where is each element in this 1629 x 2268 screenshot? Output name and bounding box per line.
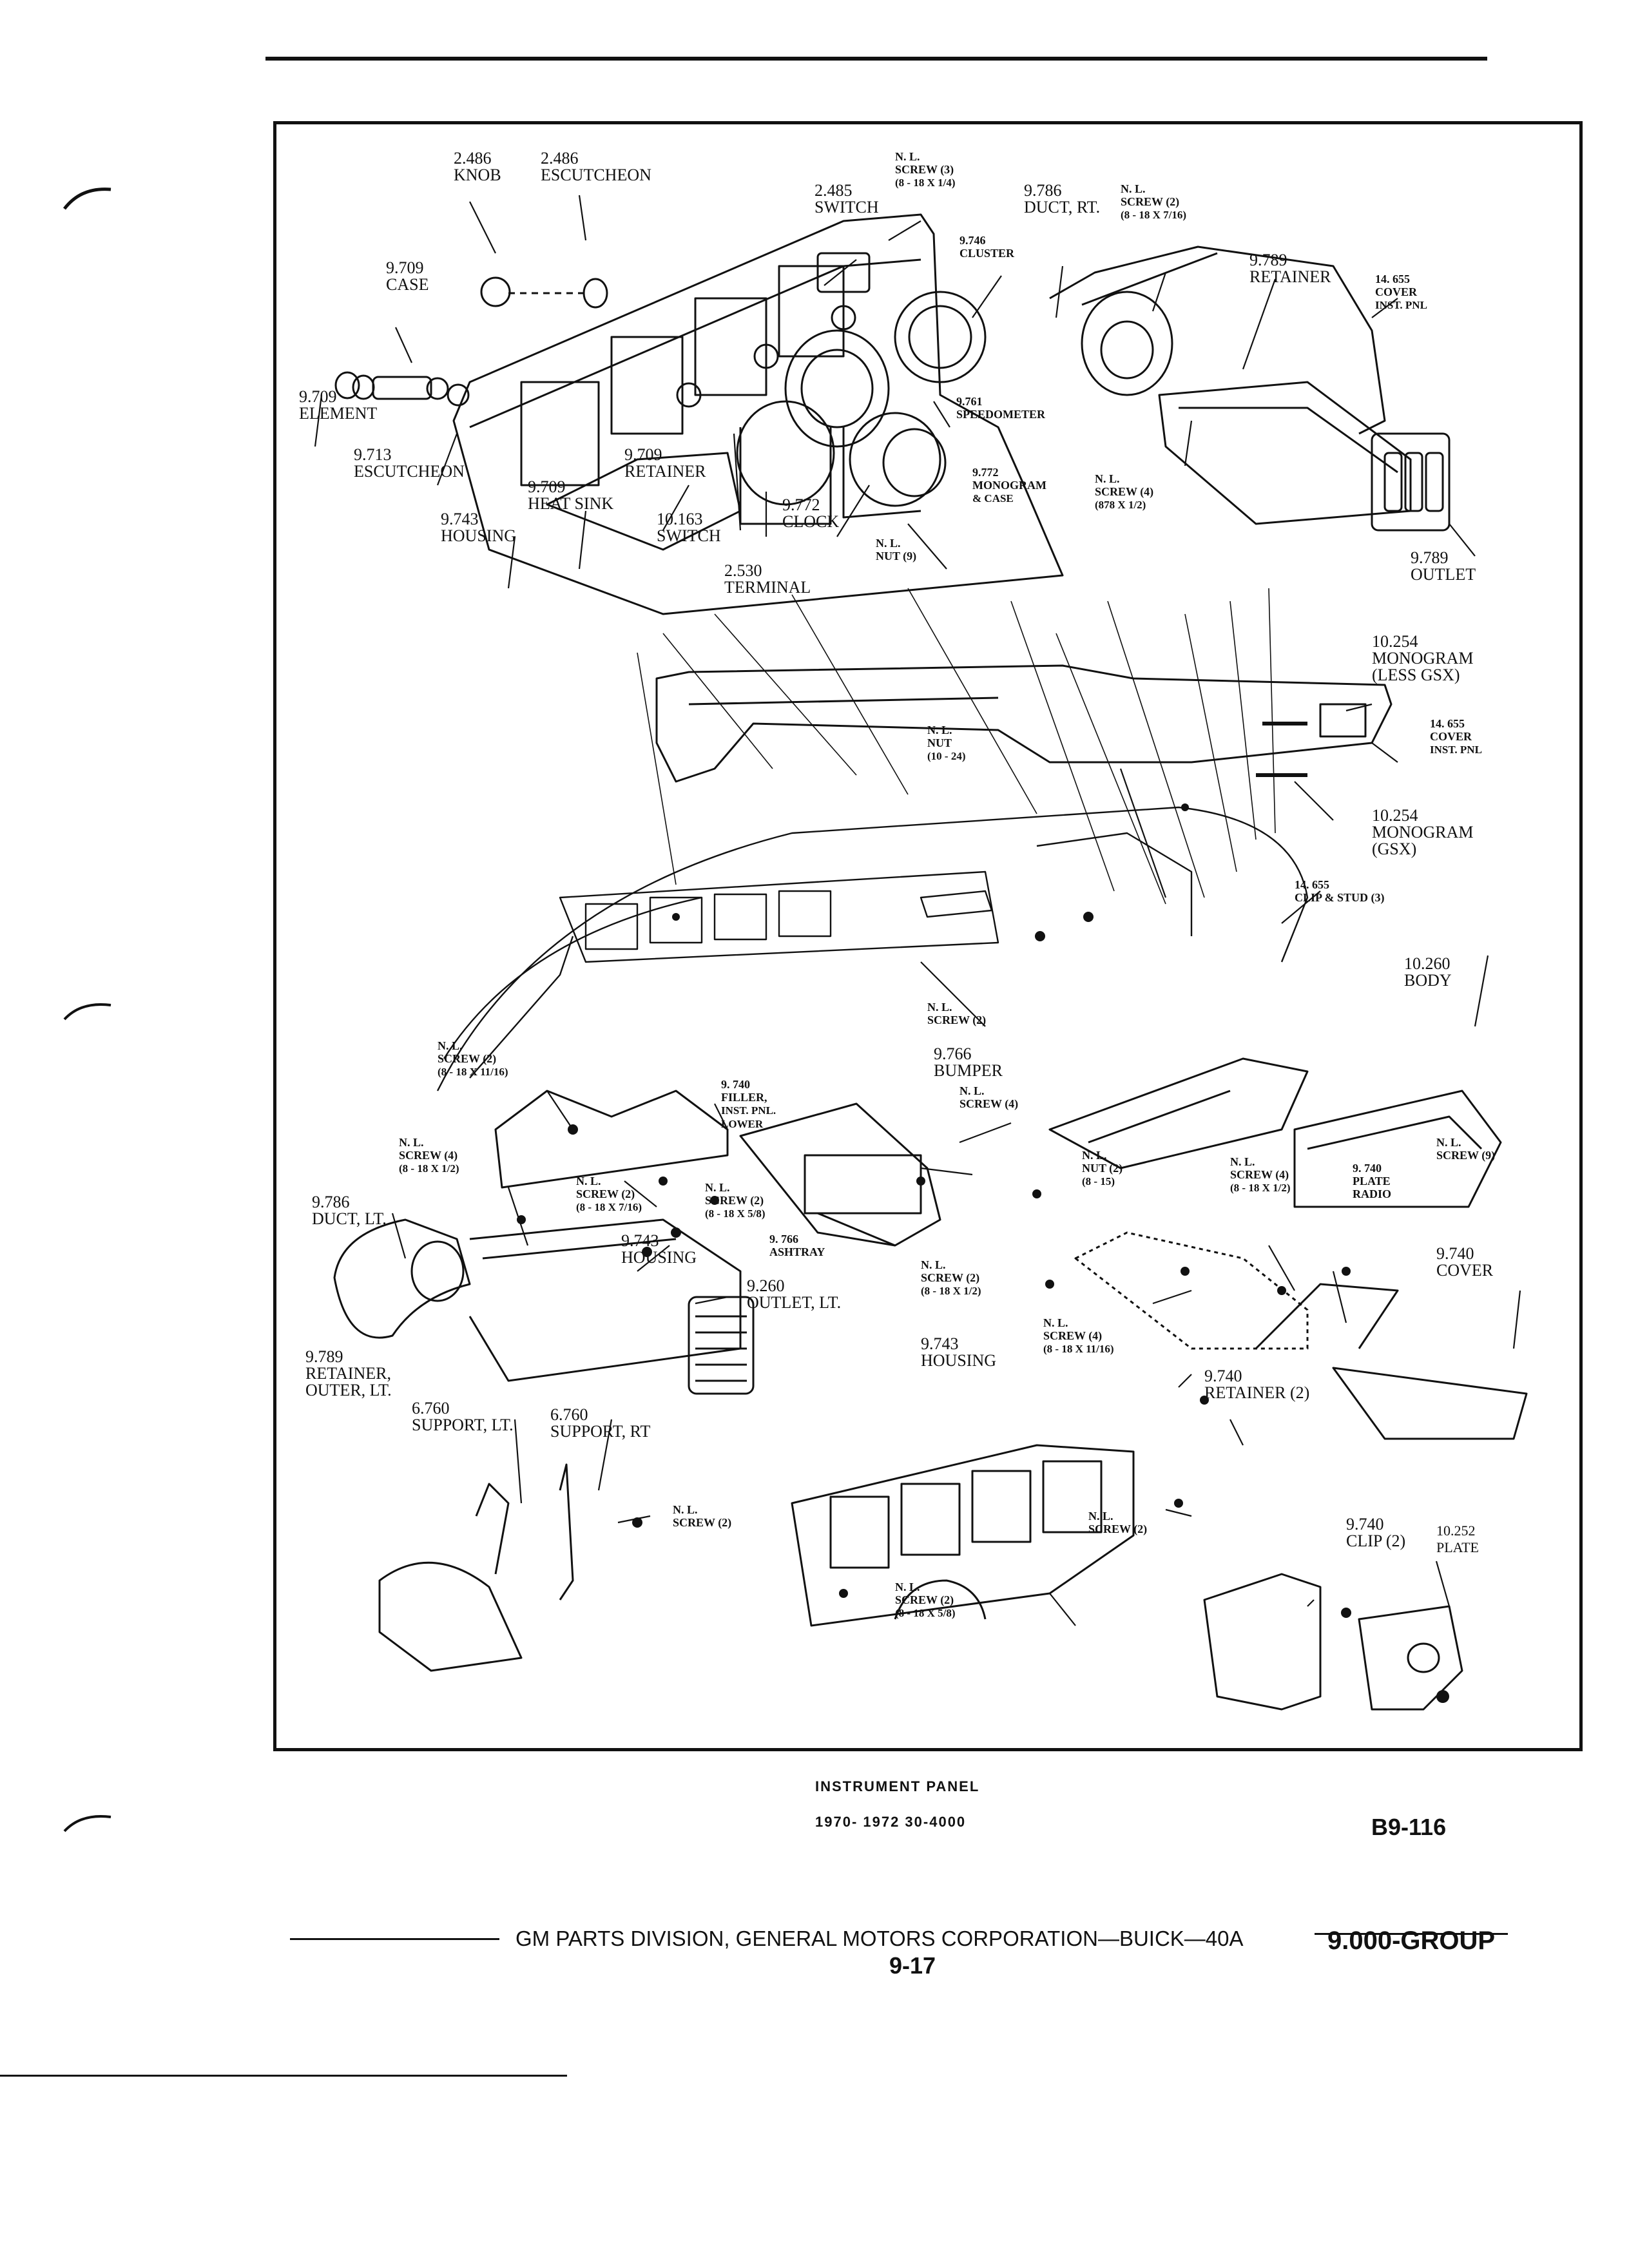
publisher-line: GM PARTS DIVISION, GENERAL MOTORS CORPOR…: [516, 1927, 1244, 1950]
callout-screw-2-center: N. L.SCREW (2): [927, 1001, 987, 1026]
callout-screw-2-bottom: N. L.SCREW (2)(8 - 18 x 5/8): [895, 1581, 956, 1619]
footer-rule-right: [1315, 1933, 1508, 1935]
dash-body: [436, 806, 1309, 1091]
caption-years: 1970- 1972 30-4000: [815, 1814, 967, 1830]
lower-housing: [791, 1444, 1135, 1627]
exploded-view-illustration: [314, 195, 1528, 1711]
binder-hole-mark: [63, 1003, 111, 1021]
clip-plate: [1203, 1573, 1463, 1711]
exploded-guide-lines: [637, 588, 1276, 905]
right-duct-assembly: [1049, 245, 1451, 532]
fastener-dots: [517, 803, 1449, 1703]
callout-screw-2-radio: N. L.SCREW (2)(8 - 18 x 1/2): [921, 1258, 981, 1297]
callout-screw-3: N. L.SCREW (3)(8 - 18 x 1/4): [895, 150, 956, 189]
upper-housing-illustration: [452, 213, 1064, 615]
supports: [378, 1463, 574, 1672]
radio-cover: [1074, 1231, 1528, 1440]
knob-and-escutcheon: [480, 276, 608, 309]
callout-screw-2-rt: N. L.SCREW (2)(8 - 18 x 7/16): [1121, 182, 1186, 221]
page-code: B9-116: [1371, 1814, 1447, 1840]
callout-screw-2-5-8: N. L.SCREW (2)(8 - 18 x 5/8): [705, 1181, 766, 1220]
bottom-rule: [0, 2075, 567, 2077]
instrument-panel-pad: [655, 664, 1393, 783]
callout-screw-4-ashtray: N. L.SCREW (4): [959, 1084, 1019, 1110]
caption-title: INSTRUMENT PANEL: [815, 1778, 980, 1794]
page-number: 9-17: [889, 1952, 936, 1979]
callout-screw-9: N. L.SCREW (9): [1436, 1136, 1496, 1162]
element-case: [334, 371, 470, 407]
callout-screw-4-11-16: N. L.SCREW (4)(8 - 18 x 11/16): [1043, 1316, 1114, 1355]
binder-hole-mark: [63, 1814, 111, 1832]
gauges: [736, 252, 987, 525]
leader-lines: [314, 195, 1521, 1626]
callout-screw-2-left: N. L.SCREW (2)(8 - 18 x 11/16): [438, 1039, 508, 1078]
group-title: 9.000-GROUP: [1327, 1927, 1496, 1955]
callout-nut-9: N. L.NUT (9): [876, 537, 917, 562]
top-rule: [265, 57, 1487, 61]
callout-screw-4-duct-lt: N. L.SCREW (4)(8 - 18 x 1/2): [399, 1136, 459, 1175]
glovebox: [1048, 1057, 1502, 1208]
callout-nut-2: N. L.NUT (2)(8 - 15): [1082, 1149, 1123, 1187]
callout-screw-2-housing: N. L.SCREW (2): [1088, 1510, 1148, 1535]
callout-screw-2-7-16: N. L.SCREW (2)(8 - 18 x 7/16): [576, 1175, 642, 1213]
callout-screw-4-rt: N. L.SCREW (4)(878 x 1/2): [1095, 472, 1154, 511]
callout-screw-4-radio: N. L.SCREW (4)(8 - 18 x 1/2): [1230, 1155, 1291, 1194]
callout-nut-10-24: N. L.NUT(10 - 24): [927, 724, 966, 762]
footer-rule-left: [290, 1938, 499, 1940]
callout-screw-2-support: N. L.SCREW (2): [673, 1503, 732, 1529]
left-duct-assembly: [333, 1218, 755, 1395]
binder-hole-mark: [63, 187, 111, 210]
